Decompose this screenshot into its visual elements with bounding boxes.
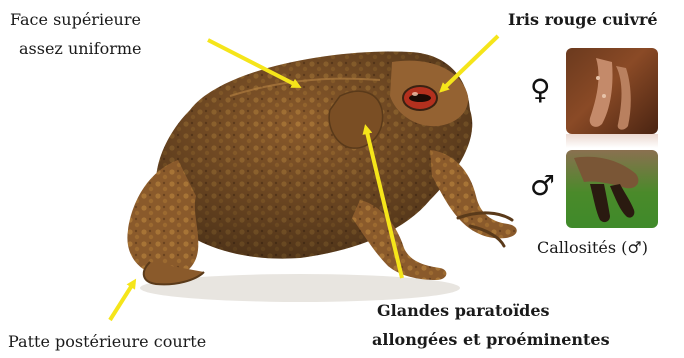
label-paratoid-line1: Glandes paratoïdes [377,301,550,321]
arrow-patte [110,282,134,320]
arrow-iris [442,36,498,90]
arrow-paratoides [366,128,402,278]
female-photo-reflection [566,134,658,148]
label-paratoid-line2: allongées et proéminentes [372,330,610,350]
female-foot-photo [566,48,658,134]
male-foot-photo [566,150,658,228]
label-face-superieure-line1: Face supérieure [10,10,141,30]
arrow-face-superieure [208,40,298,86]
label-patte-posterieure: Patte postérieure courte [8,332,206,352]
label-face-superieure-line2: assez uniforme [19,39,142,59]
female-symbol: ♀ [530,76,551,104]
male-symbol: ♂ [530,172,555,200]
label-callosites: Callosités (♂) [537,238,648,258]
label-iris: Iris rouge cuivré [508,10,658,30]
